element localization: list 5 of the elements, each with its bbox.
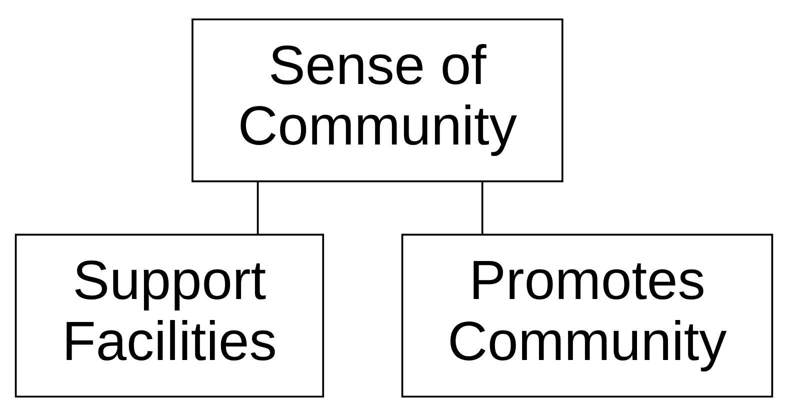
node-box: Support Facilities: [14, 233, 324, 398]
connector: [481, 181, 484, 234]
node-box: Promotes Community: [401, 233, 774, 398]
node-box: Sense of Community: [192, 18, 564, 182]
connector: [256, 181, 259, 234]
